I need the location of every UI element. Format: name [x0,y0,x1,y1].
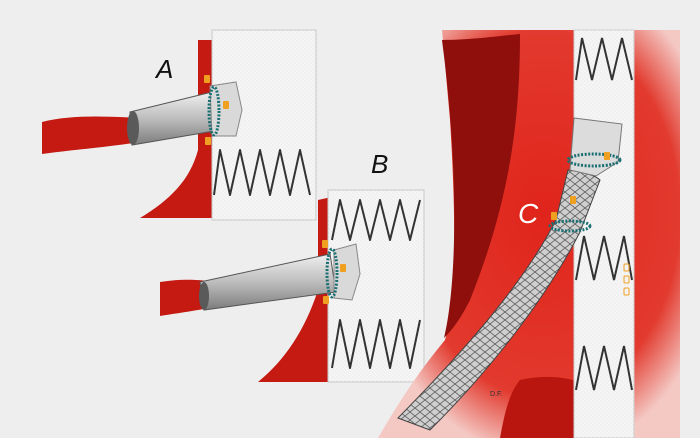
panel-b-marker-mid [340,264,346,272]
panel-c-artwork [378,29,680,438]
panel-c-suture-ring-upper [566,152,622,168]
panel-c-graft-wire-mid [575,235,633,281]
panel-c-bridging-stent [397,169,601,431]
panel-a-artwork [42,29,317,221]
panel-b-artwork [160,189,425,383]
panel-a-stent-wire [213,149,311,196]
panel-c-marker-3 [551,212,557,220]
panel-a-marker-mid [223,101,229,109]
panel-b-suture-ring [325,247,339,299]
panel-b-stent-wire-lower [331,319,421,369]
panel-c-suture-ring-lower [548,219,592,233]
panel-c-marker-5 [623,275,630,284]
panel-label-c: C [518,198,539,229]
panel-a-suture-ring [207,85,221,137]
panel-a-renal-artery [42,116,140,154]
panel-label-b: B [371,149,389,179]
panel-c-graft-wire-bottom [575,345,633,391]
panel-c-main-graft [573,29,635,438]
panel-c-marker-6 [623,287,630,296]
panel-c-marker-4 [623,263,630,272]
panel-label-a: A [156,54,174,84]
panel-c-marker-2 [570,196,576,204]
panel-b-stent-flare [333,243,361,301]
panel-c-graft-wire-top [575,37,633,81]
panel-a-stent-opening [127,111,139,145]
panel-b-marker-top [322,240,328,248]
panel-a-marker-top [204,75,210,83]
artist-signature: D.F. [490,391,503,398]
panel-c-stent-flare [569,117,623,177]
panel-b-marker-bottom [323,296,329,304]
panel-b-stent-opening [199,282,209,310]
panel-a-marker-bottom [205,137,211,145]
panel-c-dark-vessel [442,34,520,338]
panel-c-marker-1 [604,152,610,160]
panel-a-aortic-wall [140,40,218,218]
panel-b-stent-wire-upper [331,199,421,241]
panel-b-aortic-wall [258,196,336,382]
